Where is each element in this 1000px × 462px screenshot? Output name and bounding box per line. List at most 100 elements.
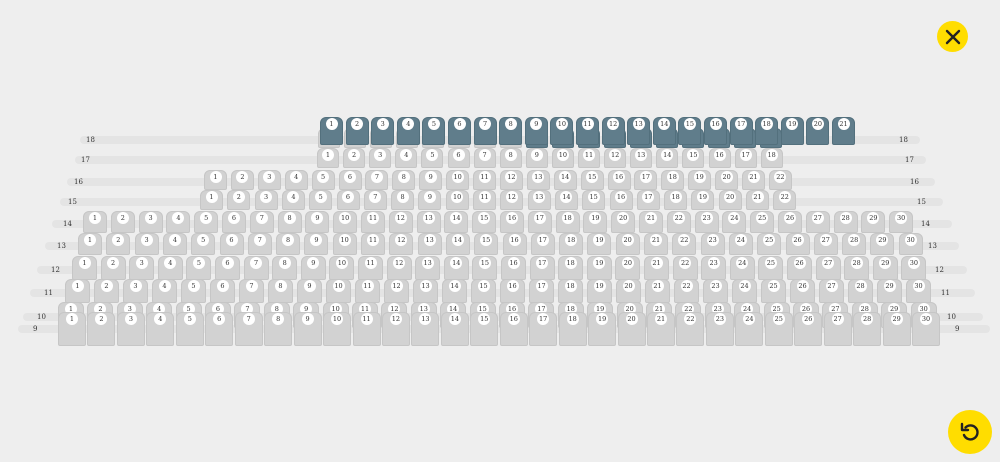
seat[interactable]: 20 xyxy=(715,170,739,190)
seat[interactable]: 6 xyxy=(219,233,244,255)
seat[interactable]: 11 xyxy=(473,190,496,210)
seat[interactable]: 11 xyxy=(361,211,385,233)
seat-top-block[interactable]: 10 xyxy=(550,117,574,145)
seat[interactable]: 13 xyxy=(413,279,438,303)
seat-top-block[interactable]: 20 xyxy=(806,117,830,145)
seat[interactable]: 10 xyxy=(445,190,469,210)
seat[interactable]: 19 xyxy=(691,190,715,210)
seat[interactable]: 18 xyxy=(558,312,587,346)
seat[interactable]: 4 xyxy=(157,256,183,280)
seat[interactable]: 6 xyxy=(210,279,235,303)
seat-top-block[interactable]: 17 xyxy=(729,117,753,145)
seat[interactable]: 16 xyxy=(607,170,631,190)
seat[interactable]: 6 xyxy=(338,170,362,190)
seat[interactable]: 17 xyxy=(529,312,558,346)
seat[interactable]: 5 xyxy=(309,190,333,210)
seat[interactable]: 12 xyxy=(389,233,414,255)
seat[interactable]: 22 xyxy=(773,190,797,210)
seat[interactable]: 12 xyxy=(386,256,412,280)
seat[interactable]: 9 xyxy=(300,256,326,280)
seat[interactable]: 4 xyxy=(281,190,305,210)
seat-top-block[interactable]: 7 xyxy=(473,117,497,145)
seat[interactable]: 7 xyxy=(239,279,264,303)
seat[interactable]: 15 xyxy=(582,190,606,210)
seat[interactable]: 1 xyxy=(83,211,107,233)
seat[interactable]: 18 xyxy=(555,211,580,233)
seat[interactable]: 28 xyxy=(853,312,882,346)
seat[interactable]: 27 xyxy=(805,211,830,233)
seat-top-block[interactable]: 1 xyxy=(320,117,343,145)
seat[interactable]: 25 xyxy=(750,211,775,233)
seat[interactable]: 13 xyxy=(411,312,440,346)
seat[interactable]: 7 xyxy=(365,170,389,190)
seat[interactable]: 30 xyxy=(906,279,931,303)
seat[interactable]: 11 xyxy=(355,279,380,303)
seat[interactable]: 26 xyxy=(794,312,823,346)
seat[interactable]: 3 xyxy=(134,233,159,255)
seat[interactable]: 15 xyxy=(470,312,499,346)
seat[interactable]: 11 xyxy=(578,148,600,168)
seat[interactable]: 14 xyxy=(443,256,469,280)
seat[interactable]: 23 xyxy=(705,312,734,346)
seat[interactable]: 21 xyxy=(644,233,668,255)
seat[interactable]: 23 xyxy=(700,233,725,255)
seat[interactable]: 8 xyxy=(268,279,293,303)
seat[interactable]: 25 xyxy=(761,279,786,303)
seat[interactable]: 17 xyxy=(527,211,552,233)
seat[interactable]: 25 xyxy=(764,312,793,346)
seat[interactable]: 16 xyxy=(502,233,527,255)
seat-top-block[interactable]: 11 xyxy=(576,117,599,145)
seat[interactable]: 5 xyxy=(186,256,212,280)
seat[interactable]: 30 xyxy=(889,211,914,233)
seat[interactable]: 2 xyxy=(94,279,119,303)
seat[interactable]: 26 xyxy=(790,279,815,303)
seat[interactable]: 15 xyxy=(472,256,498,280)
seat-top-block[interactable]: 4 xyxy=(396,117,420,145)
seat[interactable]: 30 xyxy=(912,312,941,346)
seat[interactable]: 18 xyxy=(661,170,685,190)
seat[interactable]: 20 xyxy=(615,256,641,280)
seat[interactable]: 20 xyxy=(616,279,641,303)
seat[interactable]: 16 xyxy=(499,312,528,346)
seat[interactable]: 24 xyxy=(732,279,757,303)
seat-top-block[interactable]: 9 xyxy=(524,117,548,145)
seat[interactable]: 16 xyxy=(708,148,731,168)
seat[interactable]: 17 xyxy=(636,190,660,210)
seat[interactable]: 7 xyxy=(243,256,269,280)
seat[interactable]: 4 xyxy=(162,233,187,255)
seat[interactable]: 10 xyxy=(446,170,470,190)
seat-top-block[interactable]: 8 xyxy=(499,117,523,145)
seat-top-block[interactable]: 13 xyxy=(627,117,651,145)
seat[interactable]: 21 xyxy=(742,170,765,190)
seat[interactable]: 13 xyxy=(526,170,550,190)
seat[interactable]: 16 xyxy=(500,279,525,303)
seat[interactable]: 20 xyxy=(615,233,640,255)
seat[interactable]: 2 xyxy=(230,170,254,190)
seat[interactable]: 25 xyxy=(758,256,784,280)
seat-top-block[interactable]: 18 xyxy=(755,117,779,145)
seat[interactable]: 11 xyxy=(473,170,496,190)
seat[interactable]: 17 xyxy=(734,148,757,168)
seat[interactable]: 24 xyxy=(729,256,755,280)
seat[interactable]: 7 xyxy=(249,211,274,233)
seat[interactable]: 12 xyxy=(499,170,523,190)
seat[interactable]: 2 xyxy=(87,312,116,346)
seat-top-block[interactable]: 15 xyxy=(678,117,702,145)
seat[interactable]: 16 xyxy=(501,256,526,280)
seat[interactable]: 20 xyxy=(718,190,742,210)
reset-selection-button[interactable] xyxy=(948,410,992,454)
seat[interactable]: 23 xyxy=(701,256,727,280)
seat[interactable]: 24 xyxy=(728,233,753,255)
seat[interactable]: 17 xyxy=(529,256,555,280)
seat[interactable]: 1 xyxy=(317,148,339,168)
seat[interactable]: 22 xyxy=(674,279,699,303)
seat[interactable]: 19 xyxy=(588,312,617,346)
seat[interactable]: 18 xyxy=(559,233,584,255)
seat[interactable]: 7 xyxy=(247,233,272,255)
seat[interactable]: 18 xyxy=(664,190,688,210)
seat[interactable]: 27 xyxy=(819,279,844,303)
seat[interactable]: 22 xyxy=(672,233,697,255)
seat[interactable]: 7 xyxy=(234,312,263,346)
seat[interactable]: 6 xyxy=(447,148,470,168)
seat[interactable]: 24 xyxy=(735,312,764,346)
